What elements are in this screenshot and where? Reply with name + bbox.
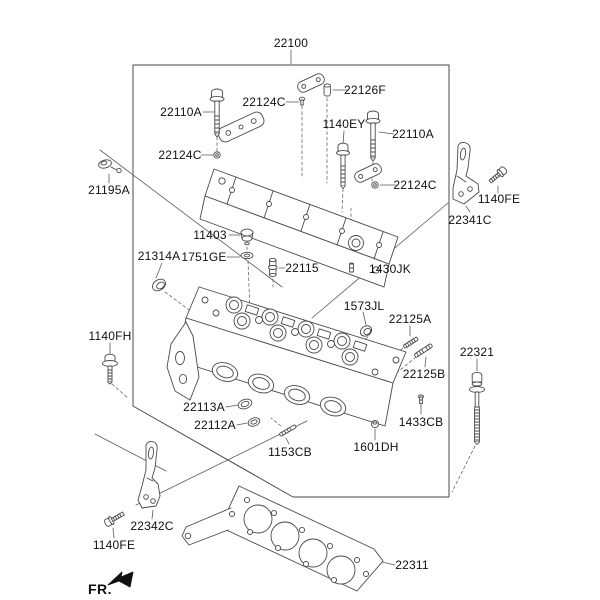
label-22342c: 22342C	[130, 519, 174, 533]
label-22311: 22311	[395, 558, 429, 572]
label-22124c-right: 22124C	[393, 178, 437, 192]
label-1601dh: 1601DH	[353, 440, 399, 454]
stud-22125b-drawing	[414, 343, 433, 358]
bolt-22110a-left-drawing	[209, 88, 225, 138]
camshaft-carrier-drawing	[199, 73, 399, 288]
label-22125b: 22125B	[402, 367, 446, 381]
label-22110a-right: 22110A	[392, 127, 434, 141]
label-1751ge: 1751GE	[181, 250, 227, 264]
sensor-21195a-drawing	[98, 159, 122, 174]
cylinder-head-drawing	[166, 286, 407, 427]
label-22113a: 22113A	[183, 400, 225, 414]
plug-22112a-drawing	[247, 417, 261, 427]
stud-22125a-drawing	[403, 336, 419, 349]
label-22110a-left: 22110A	[160, 105, 202, 119]
bolt-1140ey-drawing	[336, 142, 350, 189]
pin-1601dh-drawing	[370, 419, 380, 429]
label-22112a: 22112A	[194, 418, 236, 432]
label-21314a: 21314A	[137, 249, 181, 263]
label-fr-marker: FR.	[87, 581, 113, 597]
label-22100: 22100	[273, 36, 309, 50]
fr-arrow-icon	[107, 571, 134, 588]
label-22115: 22115	[285, 261, 319, 275]
label-22321: 22321	[459, 345, 495, 359]
label-1140fe-right: 1140FE	[477, 192, 521, 206]
bracket-22341c-drawing	[452, 141, 480, 205]
seal-22124c-mid-drawing	[213, 151, 221, 159]
pin-1430jk-drawing	[349, 262, 354, 273]
plug-22113a-drawing	[237, 398, 253, 410]
label-1140ey: 1140EY	[322, 117, 366, 131]
bracket-22342c-drawing	[137, 440, 161, 509]
pin-22126f-drawing	[323, 83, 331, 97]
label-11403: 11403	[193, 228, 227, 242]
plug-1573jl-drawing	[359, 325, 373, 337]
guide-22115-drawing	[267, 257, 278, 278]
bolt-22110a-right-drawing	[365, 110, 381, 162]
bolt-22124c-top-drawing	[298, 96, 306, 106]
cap-11403-drawing	[240, 228, 254, 246]
label-22126f: 22126F	[344, 83, 386, 97]
label-1140fh: 1140FH	[88, 329, 132, 343]
label-1153cb: 1153CB	[268, 445, 312, 459]
seal-22124c-right-drawing	[371, 181, 379, 189]
label-21195a: 21195A	[88, 183, 130, 197]
label-1140fe-bottom: 1140FE	[92, 538, 136, 552]
enclosure-box	[132, 64, 450, 498]
label-1433cb: 1433CB	[398, 415, 444, 429]
label-22341c: 22341C	[448, 213, 492, 227]
label-22124c-mid: 22124C	[158, 148, 202, 162]
stud-1153cb-drawing	[279, 424, 297, 437]
bolt-1140fe-right-drawing	[488, 166, 508, 184]
pin-1433cb-drawing	[417, 394, 425, 404]
bolt-1140fe-bottom-drawing	[104, 511, 125, 527]
label-1430jk: 1430JK	[369, 262, 411, 276]
head-gasket-drawing	[181, 485, 384, 592]
plug-21314a-drawing	[152, 278, 166, 292]
bolt-22321-drawing	[469, 371, 485, 445]
bolt-1140fh-drawing	[102, 353, 118, 385]
label-22125a: 22125A	[388, 312, 432, 326]
label-1573jl: 1573JL	[343, 299, 385, 313]
label-22124c-top: 22124C	[242, 95, 286, 109]
washer-1751ge-drawing	[240, 251, 254, 260]
